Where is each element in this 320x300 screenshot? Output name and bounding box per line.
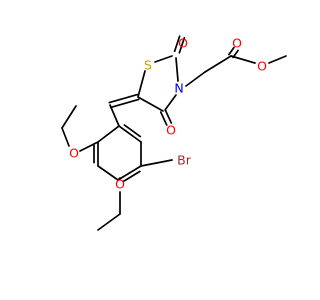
bond-ethoxy4-ch2-ch3	[97, 213, 121, 231]
bond-ar-c4-c5-b	[122, 170, 141, 183]
bond-n3-c4	[164, 94, 177, 111]
atom-o-c2: O	[178, 36, 188, 51]
bond-c4-oethoxy	[117, 177, 121, 181]
bond-oethoxy-ch2	[61, 127, 70, 147]
bond-ch-c1	[109, 104, 120, 127]
bond-ch2-cester	[204, 55, 232, 73]
atom-o-ethoxy-4: O	[115, 177, 125, 192]
atom-o-ethoxy-2: O	[69, 146, 79, 161]
bond-c4-o-a	[159, 111, 168, 126]
bond-c4-o-b	[164, 109, 173, 124]
bond-ar-c6-c1-a	[118, 125, 142, 143]
bond-c5-ch-a	[108, 93, 139, 104]
atom-o-ester-carbonyl: O	[232, 36, 242, 51]
atom-n1: N	[174, 81, 183, 96]
bond-c2-n3	[175, 57, 179, 82]
atom-br: Br	[177, 153, 192, 168]
bond-c5-br	[140, 159, 173, 167]
bond-c2-o-a	[178, 36, 186, 54]
bond-cester-o-b	[228, 46, 235, 56]
bond-ar-c3-c4	[97, 165, 119, 181]
bond-ar-c4-c5-a	[117, 165, 142, 181]
bond-s1-c2	[154, 55, 173, 63]
atom-o-ester: O	[257, 59, 267, 74]
bond-c4-c5	[137, 96, 164, 112]
bond-c5-ch-b	[109, 98, 140, 109]
bond-ar-c1-c2	[97, 125, 120, 143]
bond-ethoxy-ch2-ch3	[61, 105, 77, 129]
atom-o-c4: O	[166, 123, 176, 138]
molecule-structure: S N O O O O O O Br	[61, 35, 287, 231]
bond-oester-ch3	[268, 55, 287, 64]
bond-c2-o-b	[173, 35, 181, 53]
bond-c2-oethoxy	[79, 141, 99, 152]
atom-s1: S	[144, 58, 152, 73]
bond-layer	[61, 35, 287, 231]
bond-n3-ch2	[185, 71, 206, 87]
bond-cester-oester	[230, 55, 256, 64]
atom-label-layer: S N O O O O O O Br	[69, 36, 267, 192]
bond-ar-c6-c1-b	[123, 124, 142, 138]
bond-c5-s1	[137, 70, 146, 98]
